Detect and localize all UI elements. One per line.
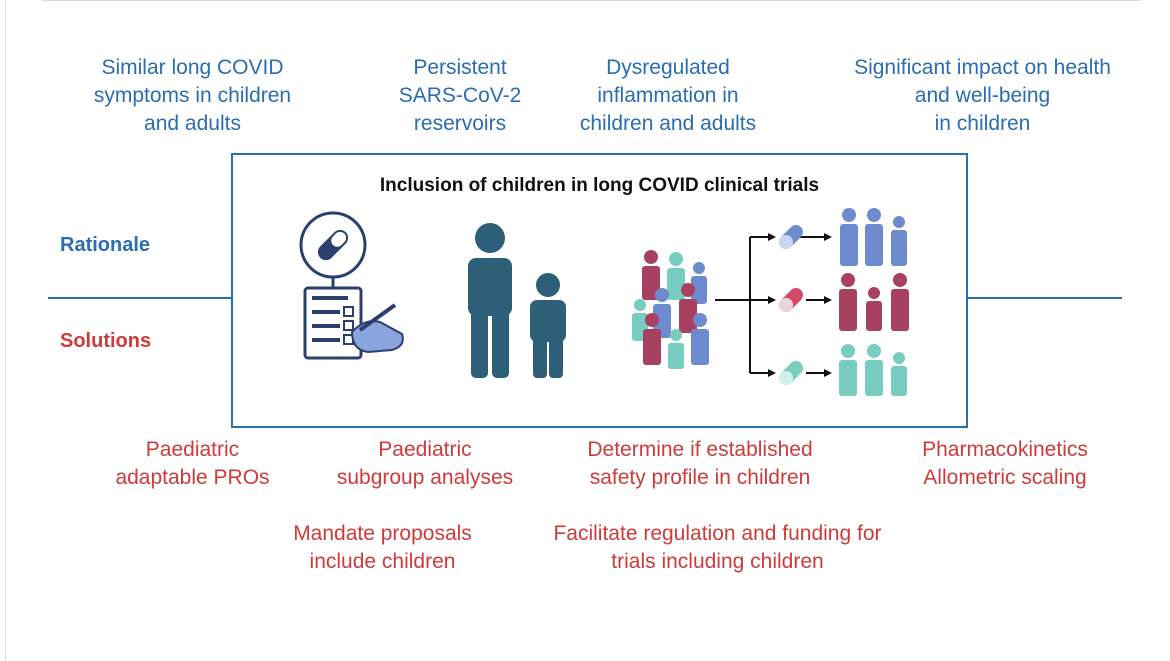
arrow-icon (715, 236, 825, 374)
solutions-label: Solutions (60, 330, 152, 352)
rationale-item-reservoirs: Persistent SARS-CoV-2 reservoirs (398, 56, 522, 135)
pill-teal-icon (779, 361, 803, 385)
pill-icon (299, 211, 367, 290)
rationale-item-inflammation: Dysregulated inflammation in children an… (579, 56, 757, 135)
frame-left-border (5, 0, 6, 661)
child-figure-icon (530, 273, 566, 378)
rationale-item-impact: Significant impact on health and well-be… (854, 56, 1111, 135)
center-title: Inclusion of children in long COVID clin… (379, 175, 820, 196)
divider-line-right (964, 297, 1122, 299)
adult-figure-icon (468, 223, 512, 378)
rationale-label: Rationale (60, 234, 151, 256)
solution-item-regulation: Facilitate regulation and funding for tr… (553, 522, 882, 573)
group-red-icon (839, 273, 909, 331)
solution-item-pharmacokinetics: Pharmacokinetics Allometric scaling (922, 438, 1088, 489)
solution-item-safety: Determine if established safety profile … (587, 438, 813, 489)
divider-line-left (48, 297, 232, 299)
pill-blue-icon (779, 225, 803, 249)
group-blue-icon (840, 208, 907, 266)
crowd-icon (632, 250, 709, 369)
group-teal-icon (839, 344, 907, 396)
frame-top-border (42, 0, 1140, 1)
rationale-item-symptoms: Similar long COVID symptoms in children … (93, 56, 292, 135)
pill-red-icon (779, 288, 803, 312)
checklist-icon (303, 286, 404, 360)
arrow-heads (768, 233, 832, 377)
solution-item-pros: Paediatric adaptable PROs (115, 438, 270, 489)
solution-item-mandate: Mandate proposals include children (293, 522, 472, 573)
solution-item-subgroup: Paediatric subgroup analyses (336, 438, 514, 489)
